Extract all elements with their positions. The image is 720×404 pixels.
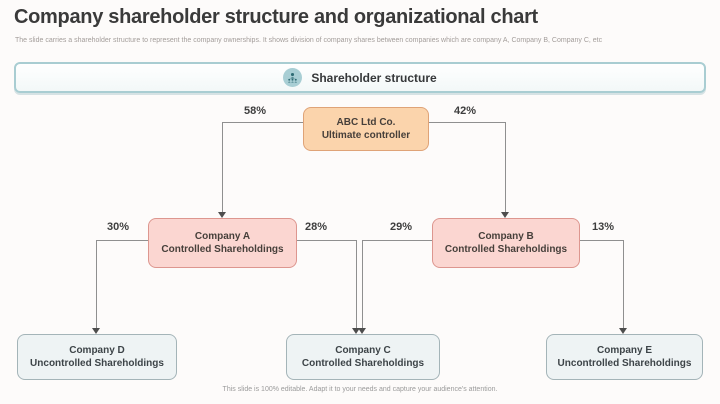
connector-line	[427, 122, 505, 123]
page-title: Company shareholder structure and organi…	[14, 6, 538, 28]
connector-line	[362, 240, 432, 241]
connector-line	[362, 240, 363, 328]
arrowhead-icon	[92, 328, 100, 334]
node-company-d[interactable]: Company D Uncontrolled Shareholdings	[17, 334, 177, 380]
node-company-e-name: Company E	[596, 345, 652, 356]
arrowhead-icon	[218, 212, 226, 218]
banner-label: Shareholder structure	[311, 70, 437, 85]
node-company-a-name: Company A	[194, 231, 251, 242]
page-subtitle: The slide carries a shareholder structur…	[15, 37, 603, 44]
node-company-b-role: Controlled Shareholdings	[444, 244, 568, 255]
edge-label-58: 58%	[243, 105, 267, 117]
edge-label-29: 29%	[389, 221, 413, 233]
node-company-e-role: Uncontrolled Shareholdings	[557, 358, 692, 369]
node-company-a-role: Controlled Shareholdings	[161, 244, 284, 255]
arrowhead-icon	[501, 212, 509, 218]
node-abc-ltd-role: Ultimate controller	[321, 130, 411, 141]
edge-label-30: 30%	[106, 221, 130, 233]
node-company-c[interactable]: Company C Controlled Shareholdings	[286, 334, 440, 380]
connector-line	[295, 240, 356, 241]
footer-note: This slide is 100% editable. Adapt it to…	[222, 386, 498, 393]
shareholder-structure-banner[interactable]: Shareholder structure	[14, 62, 706, 93]
arrowhead-icon	[358, 328, 366, 334]
node-company-d-name: Company D	[69, 345, 125, 356]
node-company-b[interactable]: Company B Controlled Shareholdings	[432, 218, 580, 268]
node-company-b-name: Company B	[478, 231, 534, 242]
edge-label-42: 42%	[453, 105, 477, 117]
node-abc-ltd-name: ABC Ltd Co.	[336, 117, 396, 128]
node-company-d-role: Uncontrolled Shareholdings	[30, 358, 164, 369]
people-group-icon	[283, 68, 303, 87]
edge-label-28: 28%	[304, 221, 328, 233]
node-company-c-name: Company C	[335, 345, 391, 356]
node-company-a[interactable]: Company A Controlled Shareholdings	[148, 218, 297, 268]
arrowhead-icon	[619, 328, 627, 334]
node-company-e[interactable]: Company E Uncontrolled Shareholdings	[546, 334, 703, 380]
connector-line	[623, 240, 624, 328]
connector-line	[96, 240, 97, 328]
connector-line	[96, 240, 148, 241]
connector-line	[505, 122, 506, 212]
edge-label-13: 13%	[591, 221, 615, 233]
node-abc-ltd[interactable]: ABC Ltd Co. Ultimate controller	[303, 107, 429, 151]
connector-line	[356, 240, 357, 328]
connector-line	[222, 122, 303, 123]
connector-line	[222, 122, 223, 212]
node-company-c-role: Controlled Shareholdings	[301, 358, 425, 369]
arrowhead-icon	[352, 328, 360, 334]
connector-line	[578, 240, 623, 241]
